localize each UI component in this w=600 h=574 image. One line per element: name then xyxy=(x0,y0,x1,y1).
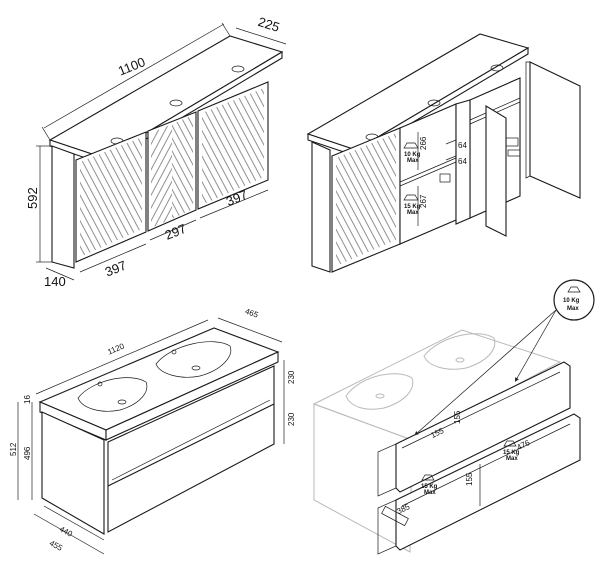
load-label-bottom: 15 Kg Max xyxy=(403,194,421,216)
vanity-closed: 1120 465 230 230 16 512 496 440 455 xyxy=(9,307,296,555)
dim-shelf-depth-a: 64 xyxy=(458,141,467,150)
dim-depth-inner: 440 xyxy=(58,525,74,539)
basin-right xyxy=(155,341,232,378)
dim-door-middle: 297 xyxy=(163,221,189,243)
dim-side-depth: 140 xyxy=(44,274,66,289)
dim-total-height: 512 xyxy=(9,442,18,456)
drawer-split xyxy=(107,403,275,487)
vanity-front xyxy=(107,365,275,533)
light-cutout xyxy=(169,99,183,107)
svg-text:Max: Max xyxy=(407,210,419,216)
door-middle-open xyxy=(485,105,507,237)
dim-shelf-depth-b: 64 xyxy=(458,157,467,166)
svg-text:Max: Max xyxy=(424,490,436,496)
tap-hole-icon xyxy=(171,349,177,355)
svg-text:15 Kg: 15 Kg xyxy=(421,484,438,490)
dim-top-thickness: 16 xyxy=(23,395,32,404)
dim-vanity-width: 1120 xyxy=(106,341,126,356)
svg-text:Max: Max xyxy=(506,456,518,462)
dim-drawer-bottom: 230 xyxy=(287,412,296,426)
door-right-open xyxy=(529,61,581,199)
basin-left xyxy=(77,377,148,412)
load-label-lower: 15 Kg Max xyxy=(421,474,438,496)
svg-text:10 Kg: 10 Kg xyxy=(404,152,421,158)
dim-width: 1100 xyxy=(116,54,148,78)
svg-text:Max: Max xyxy=(407,158,419,164)
svg-text:10 Kg: 10 Kg xyxy=(563,298,580,304)
dim-depth-top: 225 xyxy=(256,14,281,35)
svg-text:15 Kg: 15 Kg xyxy=(503,450,520,456)
vanity-open: 10 Kg Max 155 155 385 476 155 15 Kg Max … xyxy=(312,279,595,555)
dim-depth-outer: 455 xyxy=(48,539,64,553)
svg-text:Max: Max xyxy=(567,306,579,312)
hinge-icon xyxy=(439,173,451,183)
dim-shelf-gap-top: 266 xyxy=(419,136,428,150)
hinge-icon xyxy=(505,137,519,147)
svg-text:15 Kg: 15 Kg xyxy=(404,204,421,210)
runner-icon xyxy=(381,505,409,527)
dim-drawer-top: 230 xyxy=(287,370,296,384)
dim-upper-height: 155 xyxy=(453,410,462,424)
dim-body-height: 496 xyxy=(23,446,32,460)
tap-hole-icon xyxy=(97,381,103,387)
load-label-top: 10 Kg Max xyxy=(403,142,421,164)
mirror-cabinet-open: 266 267 64 64 10 Kg Max 15 Kg Max xyxy=(306,33,581,273)
light-cutout xyxy=(231,65,245,73)
load-label-upper: 15 Kg Max xyxy=(503,440,520,462)
mirror-cabinet-closed: 1100 225 592 140 397 297 397 xyxy=(25,14,287,289)
dim-vanity-depth-top: 465 xyxy=(244,307,260,320)
max-load-badge: 10 Kg Max xyxy=(414,279,595,436)
dim-lower-height: 155 xyxy=(465,472,474,486)
dim-shelf-gap-bottom: 267 xyxy=(419,194,428,208)
hinge-icon xyxy=(507,149,521,157)
cabinet-side xyxy=(51,145,75,269)
dim-height: 592 xyxy=(25,187,40,209)
vanity-side xyxy=(41,411,105,535)
